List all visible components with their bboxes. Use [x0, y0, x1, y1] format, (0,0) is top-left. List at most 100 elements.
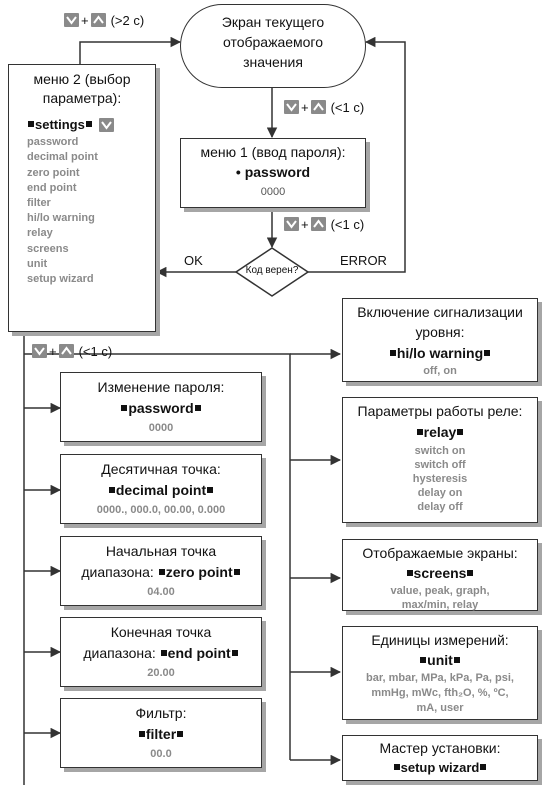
password-box: Изменение пароля: password 0000	[60, 372, 262, 442]
keys-long-press: + (>2 с)	[64, 12, 144, 28]
menu2-box: меню 2 (выбор параметра): settings passw…	[8, 64, 156, 332]
error-label: ERROR	[340, 253, 387, 268]
settings-label: settings	[35, 116, 85, 132]
box-value: max/min, relay	[401, 598, 479, 611]
setup-wizard-box: Мастер установки: setup wizard	[342, 735, 538, 781]
box-key: диапазона: end point	[61, 645, 261, 662]
down-key-icon	[64, 13, 79, 27]
down-key-icon	[99, 118, 115, 133]
menu1-item: • password	[235, 163, 311, 180]
box-value: 00.0	[150, 747, 172, 760]
start-line-2: отображаемого	[222, 33, 324, 50]
decision-label: Код верен?	[245, 265, 299, 276]
screens-box: Отображаемые экраны: screens value, peak…	[342, 539, 538, 611]
menu2-item: end point	[27, 181, 77, 194]
up-key-icon	[90, 13, 106, 27]
menu2-item: filter	[27, 197, 51, 209]
short-press-label: (<1 с)	[330, 99, 365, 115]
menu2-title-2: параметра):	[42, 89, 122, 106]
box-key: setup wizard	[343, 760, 537, 776]
box-title: Конечная точка	[110, 624, 212, 640]
box-value: 0000	[148, 421, 174, 434]
box-key: диапазона: zero point	[61, 564, 261, 581]
menu1-value: 0000	[260, 185, 286, 198]
box-value: bar, mbar, MPa, kPa, Pa, psi,	[366, 671, 514, 684]
box-value: 0000., 000.0, 00.00, 0.000	[96, 503, 226, 516]
box-title: Начальная точка	[105, 543, 217, 559]
long-press-label: (>2 с)	[110, 12, 145, 28]
box-key: password	[61, 400, 261, 417]
menu2-item: unit	[27, 257, 48, 270]
box-value: 04.00	[147, 585, 175, 598]
box-title: Отображаемые экраны:	[362, 545, 518, 561]
box-value: off, on	[423, 365, 457, 378]
box-title: Изменение пароля:	[97, 379, 225, 395]
keys-short-press-1: + (<1 с)	[284, 99, 364, 115]
box-value: delay on	[417, 486, 463, 499]
box-value: switch on	[414, 444, 466, 457]
box-key: unit	[343, 652, 537, 669]
unit-box: Единицы измерений: unit bar, mbar, MPa, …	[342, 626, 538, 720]
menu2-list: password decimal point zero point end po…	[9, 135, 155, 287]
menu2-item: password	[27, 136, 79, 149]
start-screen-terminal: Экран текущего отображаемого значения	[180, 4, 366, 88]
up-key-icon	[58, 344, 74, 358]
square-marker	[28, 121, 34, 128]
ok-label: OK	[184, 253, 203, 268]
plus-sign: +	[81, 12, 89, 28]
menu1-box: меню 1 (ввод пароля): • password 0000	[180, 138, 366, 208]
box-key: decimal point	[61, 482, 261, 499]
up-key-icon	[310, 217, 326, 231]
box-title: уровня:	[415, 323, 465, 340]
plus-sign: +	[49, 343, 57, 359]
box-value: delay off	[417, 500, 463, 513]
keys-short-press-2: + (<1 с)	[284, 216, 364, 232]
plus-sign: +	[301, 99, 309, 115]
box-title: Десятичная точка:	[101, 461, 221, 477]
box-title: Мастер установки:	[379, 740, 501, 756]
box-title: Фильтр:	[135, 705, 187, 721]
zero-point-box: Начальная точка диапазона: zero point 04…	[60, 536, 262, 606]
menu2-item: relay	[27, 227, 53, 240]
short-press-label: (<1 с)	[330, 216, 365, 232]
menu2-item: setup wizard	[27, 273, 94, 286]
down-key-icon	[32, 344, 47, 358]
box-value: value, peak, graph,	[390, 584, 490, 597]
menu1-title: меню 1 (ввод пароля):	[200, 144, 346, 160]
box-key: relay	[343, 424, 537, 441]
box-value: hysteresis	[412, 472, 468, 485]
relay-box: Параметры работы реле: relay switch on s…	[342, 397, 538, 523]
down-key-icon	[284, 100, 299, 114]
square-marker	[85, 121, 92, 128]
box-title: Единицы измерений:	[371, 632, 509, 648]
box-value: switch off	[414, 458, 466, 471]
hi-lo-warning-box: Включение сигнализации уровня: hi/lo war…	[342, 298, 538, 382]
box-key: hi/lo warning	[343, 345, 537, 362]
menu2-item: zero point	[27, 166, 80, 179]
keys-short-press-3: + (<1 с)	[32, 343, 112, 359]
box-value: 20.00	[147, 666, 175, 679]
decimal-point-box: Десятичная точка: decimal point 0000., 0…	[60, 454, 262, 524]
menu2-item: decimal point	[27, 151, 98, 164]
password-check-diamond	[234, 247, 310, 297]
menu2-settings-row: settings	[9, 117, 155, 133]
menu2-item: screens	[27, 242, 69, 255]
box-value: mA, user	[416, 701, 464, 714]
filter-box: Фильтр: filter 00.0	[60, 698, 262, 768]
box-key: filter	[61, 726, 261, 743]
start-line-1: Экран текущего	[221, 14, 325, 30]
box-title: Включение сигнализации	[357, 304, 523, 320]
end-point-box: Конечная точка диапазона: end point 20.0…	[60, 617, 262, 687]
menu2-title-1: меню 2 (выбор	[33, 71, 131, 87]
menu2-item: hi/lo warning	[27, 212, 95, 225]
box-title: Параметры работы реле:	[357, 403, 523, 419]
box-key: screens	[343, 565, 537, 582]
box-value: mmHg, mWc, fth₂O, %, ºC,	[371, 686, 509, 699]
start-line-3: значения	[243, 53, 303, 70]
short-press-label: (<1 с)	[78, 343, 113, 359]
up-key-icon	[310, 100, 326, 114]
plus-sign: +	[301, 216, 309, 232]
down-key-icon	[284, 217, 299, 231]
